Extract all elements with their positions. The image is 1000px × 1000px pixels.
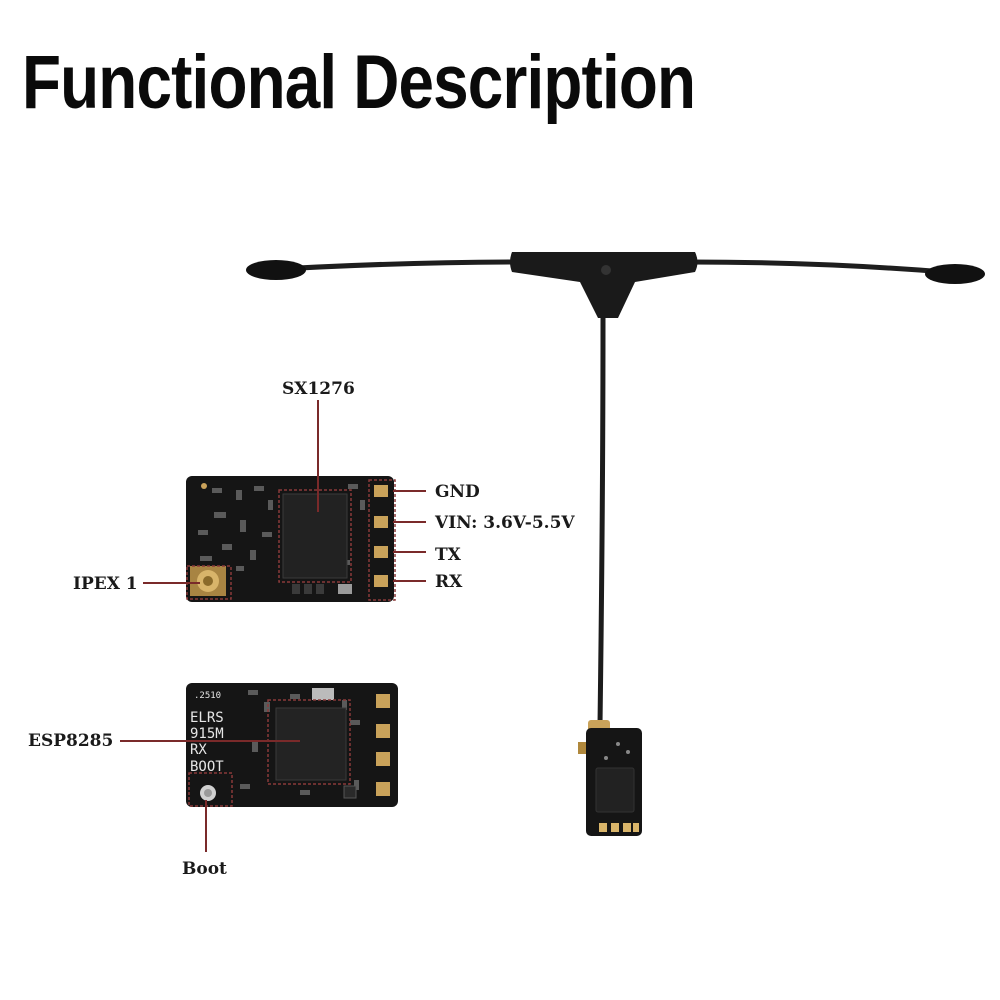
callout-lines (120, 400, 426, 852)
board-front (186, 476, 396, 602)
silk-line-5: BOOT (190, 759, 224, 775)
label-vin: VIN: 3.6V-5.5V (435, 513, 575, 533)
t-antenna (246, 252, 985, 726)
label-boot: Boot (182, 859, 227, 879)
label-esp8285: ESP8285 (28, 731, 114, 751)
silk-line-2: ELRS (190, 710, 224, 726)
assembled-receiver (578, 720, 642, 836)
silk-line-4: RX (190, 742, 207, 758)
board-back: .2510 ELRS 915M RX BOOT (186, 683, 398, 807)
label-ipex: IPEX 1 (73, 574, 138, 594)
page-title: Functional Description (22, 40, 696, 125)
label-gnd: GND (435, 482, 480, 502)
label-tx: TX (435, 545, 461, 565)
silk-line-1: .2510 (194, 691, 221, 701)
label-sx1276: SX1276 (282, 379, 355, 399)
silk-line-3: 915M (190, 726, 224, 742)
label-rx: RX (435, 572, 463, 592)
